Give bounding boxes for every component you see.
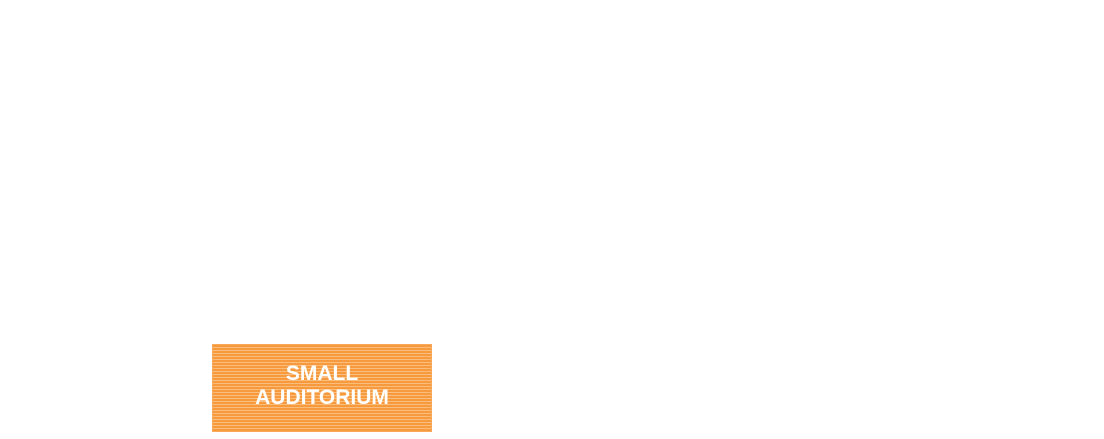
room-label: SMALL AUDITORIUM (213, 362, 431, 410)
small-auditorium-room[interactable]: SMALL AUDITORIUM (212, 344, 432, 432)
room-label-line-1: SMALL (285, 362, 359, 385)
room-label-line-2: AUDITORIUM (255, 386, 389, 409)
